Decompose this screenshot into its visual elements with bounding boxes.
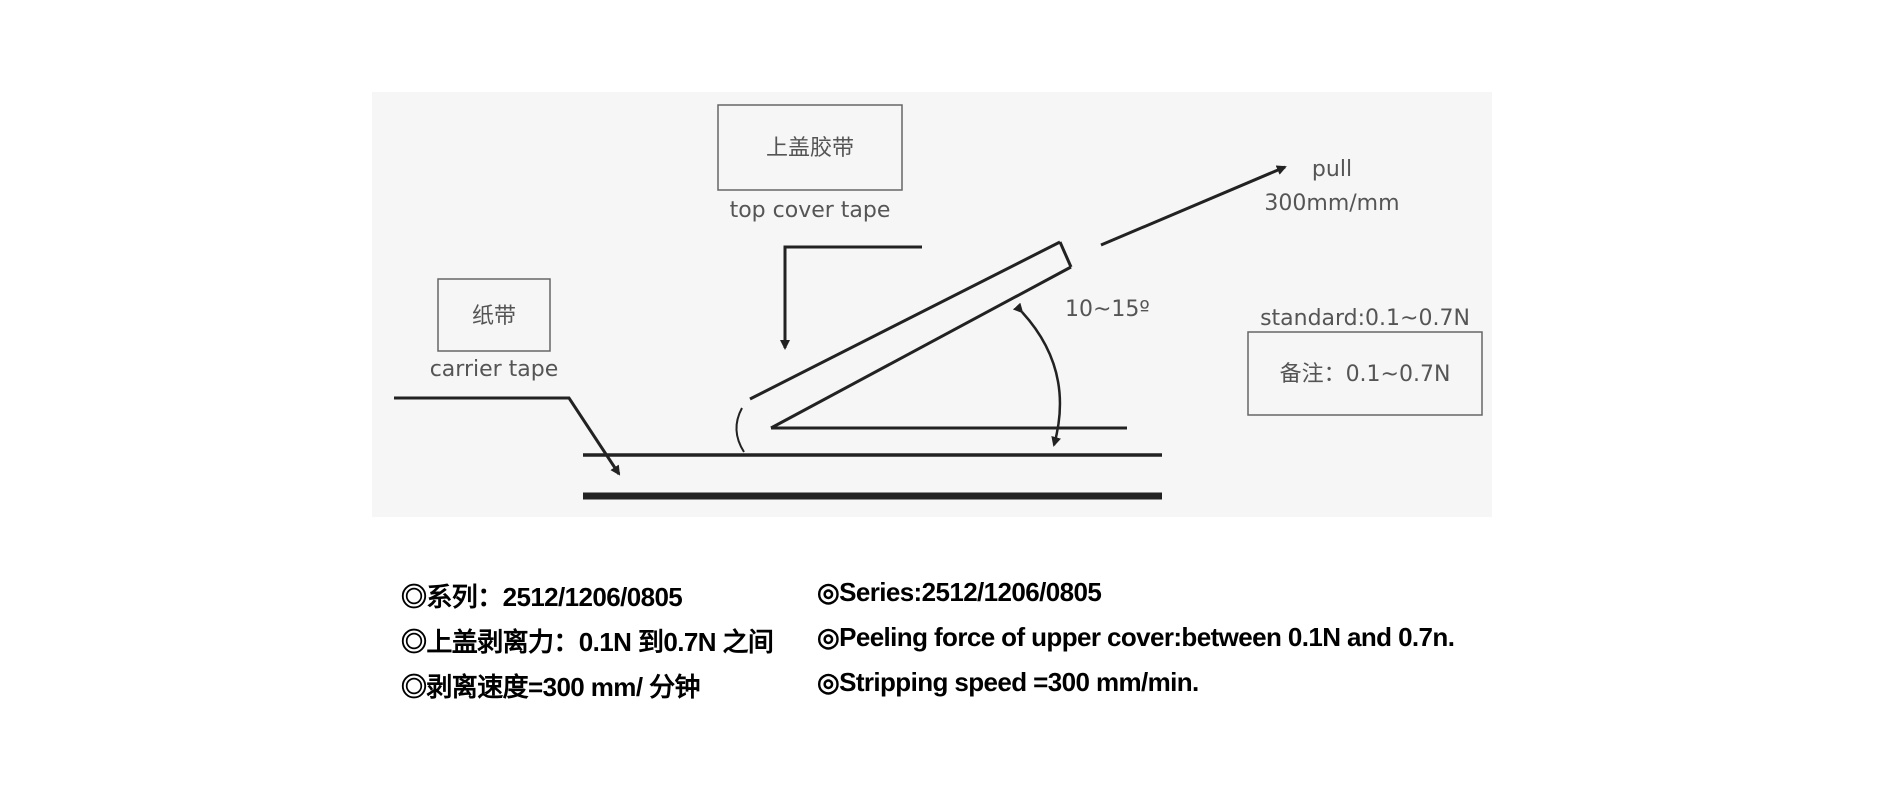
pull-arrow <box>1100 165 1287 247</box>
top-cover-cn-label: 上盖胶带 <box>766 136 854 161</box>
peeled-tape-end <box>1058 241 1073 268</box>
carrier-pointer-arrow <box>394 396 621 476</box>
standard-label: standard:0.1~0.7N <box>1260 306 1470 331</box>
spec-cn-speed: ◎剥离速度=300 mm/ 分钟 <box>401 672 700 702</box>
top-cover-label: top cover tape <box>730 198 891 223</box>
spec-cn-series: ◎系列：2512/1206/0805 <box>401 582 683 612</box>
diagram-background <box>372 92 1492 517</box>
spec-en-speed: ◎Stripping speed =300 mm/min. <box>817 667 1199 697</box>
angle-label: 10~15º <box>1065 297 1150 322</box>
peeled-tape-lower-edge <box>770 265 1072 430</box>
spec-en-series: ◎Series:2512/1206/0805 <box>817 577 1102 607</box>
pull-label: pull <box>1312 157 1352 182</box>
pull-speed-label: 300mm/mm <box>1264 191 1399 216</box>
top-cover-tape-box <box>717 104 903 191</box>
spec-en-peel-force: ◎Peeling force of upper cover:between 0.… <box>817 622 1455 652</box>
spec-cn-peel-force: ◎上盖剥离力：0.1N 到0.7N 之间 <box>401 627 774 657</box>
note-box <box>1247 331 1483 416</box>
peeled-tape-upper-edge <box>749 240 1061 401</box>
top-cover-pointer-arrow <box>780 245 922 350</box>
carrier-tape-box <box>437 278 551 352</box>
carrier-label: carrier tape <box>430 357 559 382</box>
angle-arc-arrow <box>1012 302 1062 447</box>
note-text: 备注：0.1~0.7N <box>1280 362 1451 387</box>
carrier-cn-label: 纸带 <box>472 304 516 329</box>
tape-bend-curve <box>735 407 745 453</box>
